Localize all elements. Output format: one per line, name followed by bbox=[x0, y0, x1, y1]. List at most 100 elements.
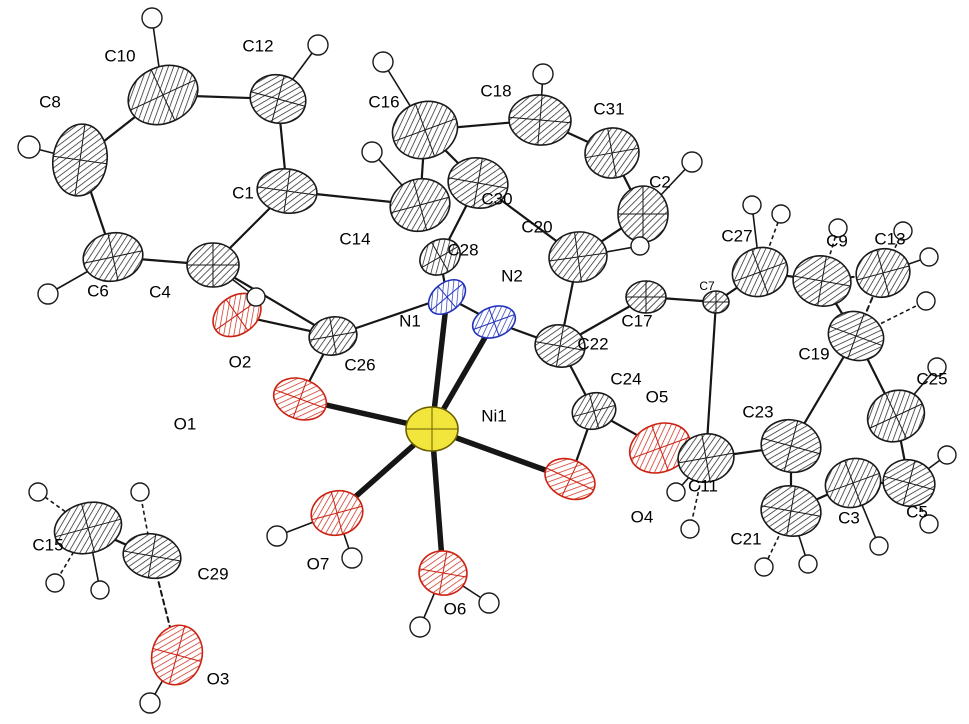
atom-label-C14: C14 bbox=[339, 229, 370, 248]
hydrogen-atom bbox=[919, 514, 939, 534]
atom-label-C22: C22 bbox=[577, 334, 608, 353]
atom-label-C5: C5 bbox=[906, 502, 928, 521]
atom-label-C2: C2 bbox=[649, 172, 671, 191]
atom-C19 bbox=[827, 310, 885, 362]
atom-O5 bbox=[628, 422, 692, 474]
atom-C10 bbox=[127, 64, 199, 126]
atom-label-C7: C7 bbox=[699, 279, 715, 293]
atoms-layer bbox=[51, 64, 936, 686]
hydrogen-atom bbox=[372, 51, 394, 73]
atom-N2 bbox=[471, 305, 517, 339]
atom-label-C28: C28 bbox=[447, 240, 478, 259]
atom-label-C17: C17 bbox=[621, 311, 652, 330]
atom-label-C11: C11 bbox=[688, 476, 718, 495]
atom-C6 bbox=[82, 231, 144, 283]
hydrogen-atom bbox=[666, 482, 686, 502]
hydrogen-atom bbox=[409, 616, 431, 638]
hydrogen-atom bbox=[478, 592, 500, 614]
atom-label-C18: C18 bbox=[480, 81, 511, 100]
hydrogen-atom bbox=[680, 519, 700, 539]
atom-label-C25: C25 bbox=[916, 369, 947, 388]
atom-C30 bbox=[447, 157, 509, 209]
atom-C15 bbox=[53, 501, 123, 555]
atom-N1 bbox=[427, 278, 467, 316]
atom-C21 bbox=[760, 485, 822, 537]
atom-label-O6: O6 bbox=[444, 599, 467, 618]
atom-label-C4: C4 bbox=[149, 282, 171, 301]
hydrogen-atom bbox=[532, 63, 554, 85]
atom-O4 bbox=[544, 457, 596, 501]
atom-C29 bbox=[122, 532, 182, 580]
atom-C26 bbox=[308, 316, 358, 356]
hydrogen-atom bbox=[130, 482, 150, 502]
atom-C27 bbox=[731, 246, 789, 298]
bond-C11-C7 bbox=[704, 300, 718, 460]
hydrogen-atom bbox=[754, 557, 774, 577]
atom-label-C9: C9 bbox=[826, 231, 848, 250]
atom-label-C16: C16 bbox=[368, 92, 399, 111]
hydrogen-atom bbox=[681, 151, 703, 173]
bond-Ni1-O6 bbox=[429, 426, 446, 576]
atom-O2 bbox=[212, 292, 262, 338]
atom-C8 bbox=[51, 123, 109, 197]
atom-O7 bbox=[310, 489, 364, 537]
hydrogen-bond-C11 bbox=[689, 457, 707, 530]
atom-label-N2: N2 bbox=[501, 266, 523, 285]
atom-C13 bbox=[855, 247, 911, 299]
hydrogen-atom bbox=[937, 445, 957, 465]
atom-label-C8: C8 bbox=[39, 92, 61, 111]
hydrogen-atom bbox=[45, 573, 65, 593]
atom-C28 bbox=[419, 238, 461, 276]
hydrogen-bond-C19 bbox=[855, 300, 927, 337]
atom-C16 bbox=[391, 100, 459, 160]
atom-label-O5: O5 bbox=[646, 387, 669, 406]
hydrogen-atom bbox=[630, 236, 650, 256]
atom-C20 bbox=[548, 231, 608, 283]
hydrogen-atom bbox=[139, 692, 161, 714]
atom-label-O1: O1 bbox=[174, 414, 197, 433]
atom-label-O3: O3 bbox=[207, 669, 230, 688]
atom-C14 bbox=[389, 177, 451, 233]
hydrogen-atom bbox=[361, 141, 383, 163]
hydrogen-atom bbox=[916, 291, 936, 311]
atom-C3 bbox=[824, 457, 882, 509]
atom-O3 bbox=[150, 624, 204, 686]
atom-label-C1: C1 bbox=[232, 183, 254, 202]
atom-label-C31: C31 bbox=[593, 99, 624, 118]
atom-C2 bbox=[617, 185, 669, 243]
atom-C24 bbox=[571, 391, 617, 431]
atom-label-C10: C10 bbox=[104, 46, 135, 65]
atom-O6 bbox=[418, 550, 468, 596]
hydrogen-atom bbox=[742, 195, 762, 215]
atom-C25 bbox=[866, 389, 926, 443]
atom-C31 bbox=[584, 127, 640, 179]
atom-label-C20: C20 bbox=[521, 217, 552, 236]
atom-label-O4: O4 bbox=[631, 507, 654, 526]
atom-label-C30: C30 bbox=[481, 189, 512, 208]
hydrogen-atom bbox=[927, 357, 947, 377]
atom-label-N1: N1 bbox=[399, 311, 421, 330]
hydrogen-atom bbox=[17, 135, 41, 159]
atom-label-Ni1: Ni1 bbox=[481, 406, 507, 425]
atom-label-C29: C29 bbox=[197, 564, 228, 583]
atom-label-C3: C3 bbox=[838, 508, 860, 527]
atom-label-C21: C21 bbox=[730, 529, 761, 548]
atom-C1 bbox=[256, 168, 318, 214]
hydrogen-atom bbox=[893, 221, 913, 241]
atom-C7 bbox=[702, 290, 730, 314]
atom-C5 bbox=[882, 458, 936, 508]
atom-label-C24: C24 bbox=[610, 369, 641, 388]
hydrogen-atom bbox=[90, 580, 110, 600]
atom-label-C27: C27 bbox=[721, 226, 752, 245]
atom-label-C12: C12 bbox=[242, 36, 273, 55]
hydrogens-layer bbox=[17, 7, 957, 714]
atom-C23 bbox=[760, 418, 822, 474]
atom-C17 bbox=[625, 280, 667, 314]
hydrogen-atom bbox=[341, 547, 363, 569]
hydrogen-atom bbox=[771, 204, 791, 224]
atom-label-C26: C26 bbox=[344, 355, 375, 374]
hydrogen-atom bbox=[307, 34, 329, 56]
atom-label-C19: C19 bbox=[798, 344, 829, 363]
